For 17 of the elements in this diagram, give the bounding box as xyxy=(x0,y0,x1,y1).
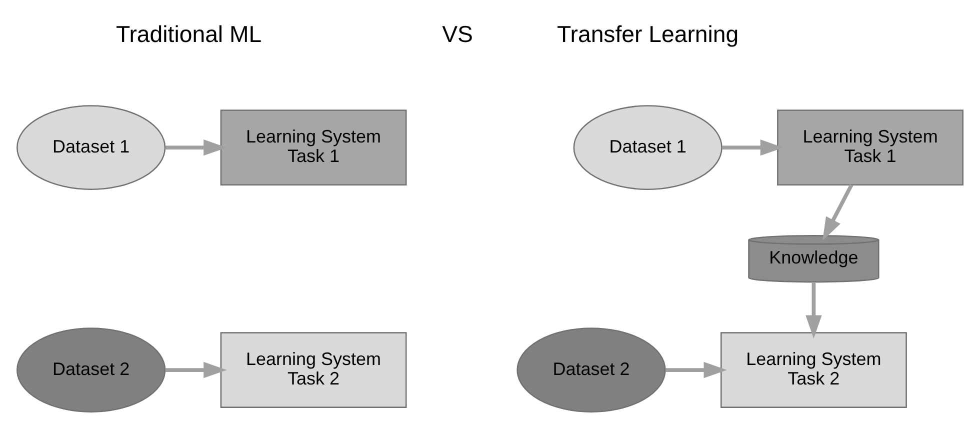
node-ellipse: Dataset 2 xyxy=(16,328,166,412)
node-box: Learning System Task 1 xyxy=(220,110,407,186)
node-ellipse: Dataset 1 xyxy=(16,105,166,190)
node-ellipse: Dataset 2 xyxy=(516,328,666,412)
node-box: Learning System Task 1 xyxy=(777,110,964,186)
node-ellipse: Dataset 1 xyxy=(573,105,722,190)
label: Traditional ML xyxy=(116,21,262,47)
label: Transfer Learning xyxy=(556,21,739,47)
arrow xyxy=(165,139,227,156)
node-box: Learning System Task 2 xyxy=(720,332,907,408)
arrow xyxy=(165,362,227,378)
arrow xyxy=(666,362,727,378)
node-box: Learning System Task 2 xyxy=(220,332,407,408)
arrow xyxy=(806,282,822,338)
arrow xyxy=(722,139,784,156)
arrow xyxy=(822,184,854,241)
label: VS xyxy=(442,21,473,47)
